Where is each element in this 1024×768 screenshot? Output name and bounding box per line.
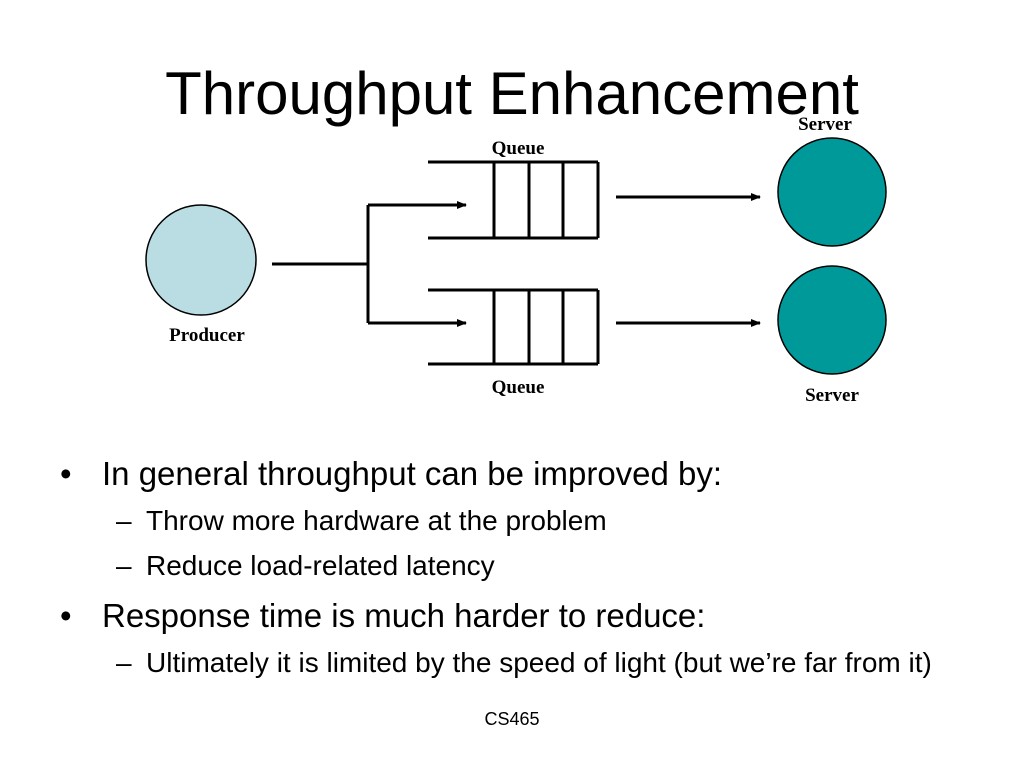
server-bottom-node: [777, 265, 887, 375]
sub-bullet-marker: –: [116, 550, 132, 581]
sub-bullet-text: Reduce load-related latency: [146, 550, 495, 581]
sub-bullet-text: Throw more hardware at the problem: [146, 505, 607, 536]
producer-label: Producer: [169, 325, 245, 346]
sub-bullet-marker: –: [116, 647, 132, 678]
throughput-diagram: Producer Queue Queue: [145, 114, 887, 406]
server-top-node: [777, 137, 887, 247]
queue-bottom-label: Queue: [492, 377, 545, 398]
queue-top-label: Queue: [492, 138, 545, 159]
server-top-label: Server: [798, 114, 852, 135]
slide-footer: CS465: [0, 708, 1024, 730]
slide-title: Throughput Enhancement: [165, 60, 859, 127]
sub-bullet-text: Ultimately it is limited by the speed of…: [146, 647, 932, 678]
bullet-text: Response time is much harder to reduce:: [102, 597, 706, 634]
queue-bottom: [428, 288, 600, 366]
sub-bullet-marker: –: [116, 505, 132, 536]
footer-text: CS465: [484, 709, 540, 729]
queue-top: [428, 160, 600, 240]
fork-connector: [272, 201, 467, 327]
bullet-marker: •: [60, 597, 72, 634]
bullet-marker: •: [60, 455, 72, 492]
bullet-text: In general throughput can be improved by…: [102, 455, 723, 492]
producer-node: [145, 204, 257, 316]
server-bottom-label: Server: [805, 385, 859, 406]
